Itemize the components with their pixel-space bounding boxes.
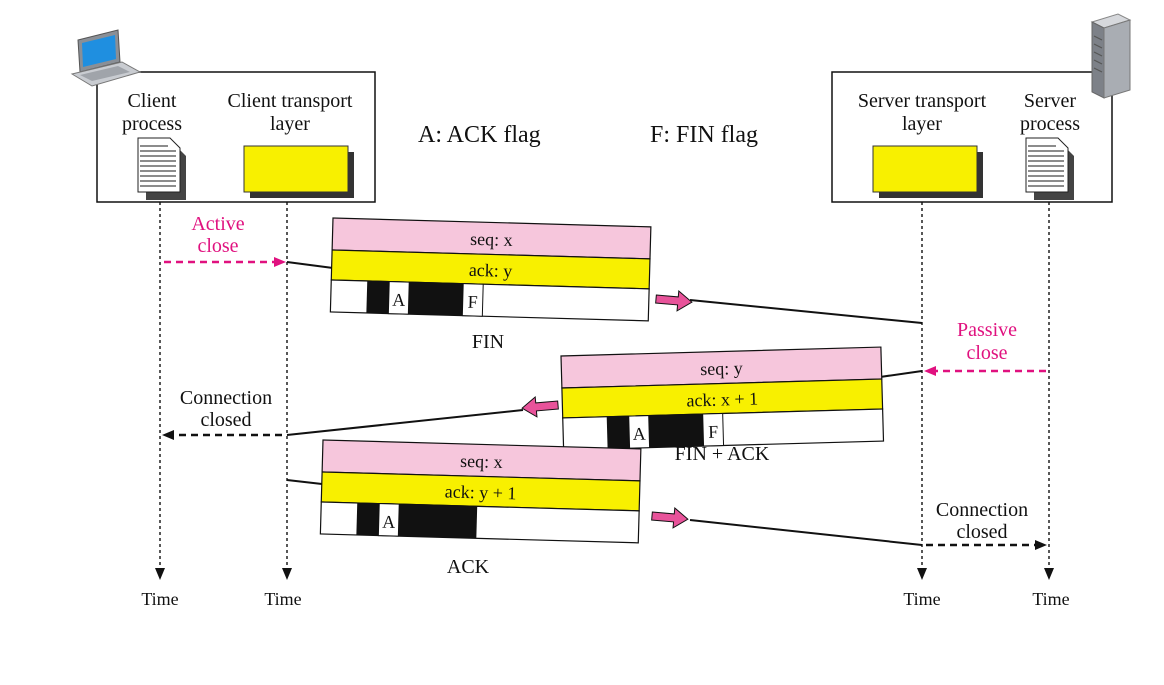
server-box: Server transport layer Server process <box>831 71 1113 203</box>
client-transport-block <box>243 145 354 198</box>
legend-ack-flag: A: ACK flag <box>418 122 541 148</box>
segment-fin-flag-f: F <box>467 292 478 312</box>
active-close-label-line2: close <box>197 235 238 257</box>
segment-fin-seq: seq: x <box>470 229 513 250</box>
segment-ack-direction-arrow <box>651 506 689 529</box>
time-label-client-process: Time <box>141 589 178 609</box>
passive-close-label-line1: Passive <box>957 319 1017 341</box>
server-tower-icon <box>1090 13 1132 99</box>
client-connection-closed-line1: Connection <box>180 387 272 409</box>
client-process-label-line2: process <box>122 113 182 135</box>
segment-fin-flag-a: A <box>392 290 406 310</box>
segment-paths <box>286 261 923 546</box>
client-box: Client process Client transport layer <box>96 71 376 203</box>
server-connection-closed-line1: Connection <box>936 499 1028 521</box>
server-transport-label-line1: Server transport <box>858 90 987 112</box>
server-transport-label-line2: layer <box>902 113 942 135</box>
server-process-label-line2: process <box>1020 113 1080 135</box>
finack-path-end <box>286 409 524 436</box>
segment-ack-caption: ACK <box>447 556 490 578</box>
legend-fin-flag: F: FIN flag <box>650 122 758 148</box>
segment-fin-ack-seq: seq: y <box>700 358 743 379</box>
segment-fin-ack-ack: ack: x + 1 <box>686 389 758 411</box>
ack-path-end <box>689 519 923 546</box>
segment-fin-ack-flag-a: A <box>632 424 646 444</box>
segment-fin: seq: x ack: y A F <box>329 217 652 322</box>
active-close-label-line1: Active <box>191 213 244 235</box>
time-label-server-process: Time <box>1032 589 1069 609</box>
segment-ack-seq: seq: x <box>460 451 503 472</box>
segment-fin-direction-arrow <box>655 289 693 312</box>
document-icon <box>137 137 186 200</box>
fin-path-end <box>689 299 923 324</box>
laptop-icon <box>70 29 142 87</box>
client-transport-label-line1: Client transport <box>228 90 353 112</box>
segment-fin-ack-direction-arrow <box>521 395 559 418</box>
time-label-client-transport: Time <box>264 589 301 609</box>
client-transport-label-line2: layer <box>270 113 310 135</box>
server-transport-block <box>872 145 983 198</box>
client-process-label-line1: Client <box>128 90 177 112</box>
segment-fin-ack: ack: y <box>469 260 513 281</box>
time-label-server-transport: Time <box>903 589 940 609</box>
segment-fin-ack: seq: y ack: x + 1 A F <box>560 346 885 451</box>
client-connection-closed-line2: closed <box>200 409 251 431</box>
segment-fin-caption: FIN <box>472 331 504 353</box>
segment-fin-ack-caption: FIN + ACK <box>675 443 770 465</box>
segment-fin-ack-flag-f: F <box>708 422 719 442</box>
ack-path-start <box>286 479 323 485</box>
segment-ack: seq: x ack: y + 1 A <box>319 439 642 544</box>
document-icon <box>1025 137 1074 200</box>
segment-ack-ack: ack: y + 1 <box>445 481 517 503</box>
fin-path-start <box>286 261 334 269</box>
segment-ack-flag-a: A <box>382 512 396 532</box>
server-process-label-line1: Server <box>1024 90 1077 112</box>
finack-path-start <box>879 370 923 378</box>
server-connection-closed-line2: closed <box>956 521 1007 543</box>
timelines <box>155 202 1054 580</box>
passive-close-label-line2: close <box>966 342 1007 364</box>
